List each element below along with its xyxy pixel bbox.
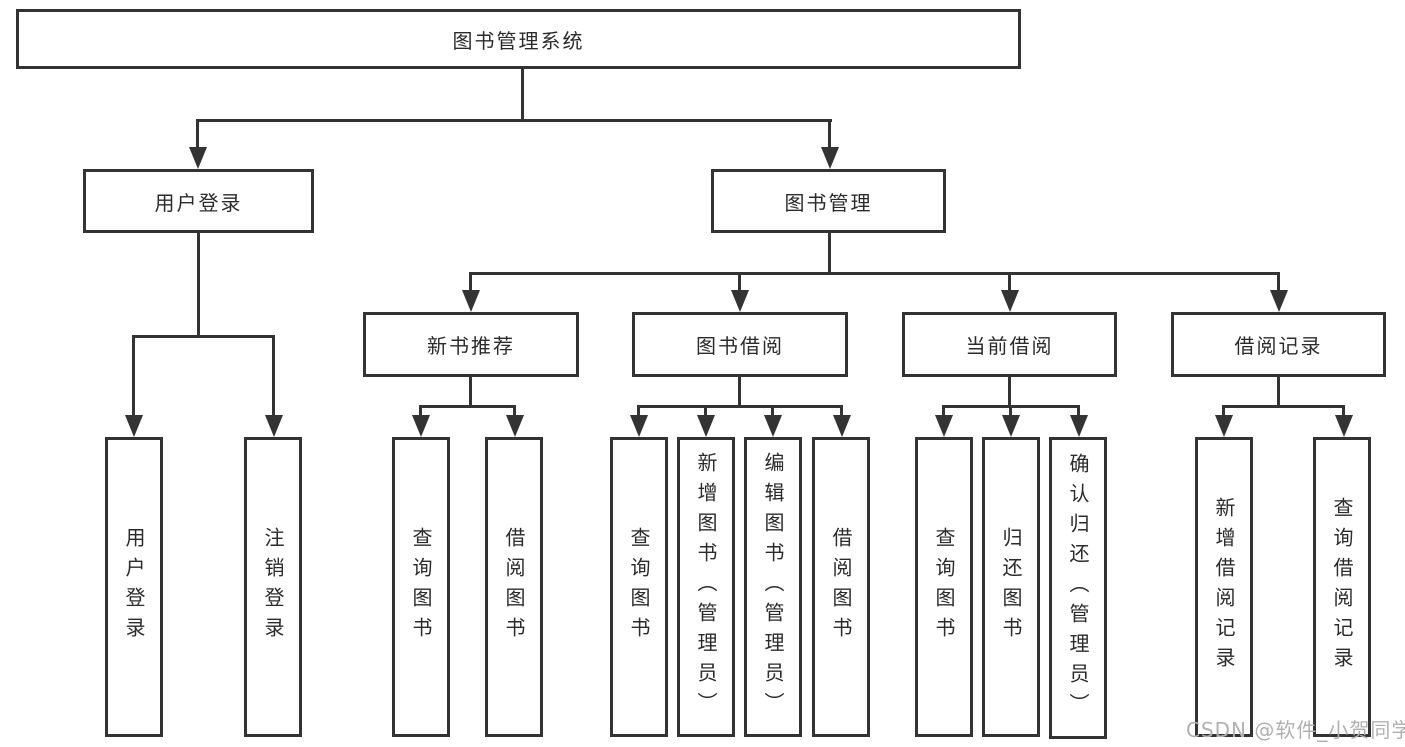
leaf-borrow-books-borrowing-label: 借阅图书	[829, 527, 853, 647]
arrowhead-user-login	[189, 147, 207, 169]
leaf-return-books: 归还图书	[982, 437, 1040, 737]
leaf-add-borrow-record: 新增借阅记录	[1195, 437, 1253, 737]
connector-drop-leaf-logout	[272, 335, 275, 417]
arrowhead-add-books	[697, 415, 715, 437]
arrowhead-add-record	[1215, 415, 1233, 437]
connector-book-borrow-rail	[637, 405, 843, 408]
leaf-borrow-books-recommend-label: 借阅图书	[502, 527, 526, 647]
connector-drop-query-record	[1342, 405, 1345, 417]
connector-borrow-records-rail	[1222, 405, 1344, 408]
connector-drop-edit-books	[771, 405, 774, 417]
arrowhead-confirm-return	[1070, 415, 1088, 437]
node-new-book-recommendation-label: 新书推荐	[427, 334, 515, 358]
node-borrowing-records: 借阅记录	[1171, 312, 1386, 377]
leaf-confirm-return-admin: 确认归还（管理员）	[1049, 437, 1107, 739]
leaf-query-books-borrowing: 查询图书	[610, 437, 668, 737]
connector-drop-confirm-return	[1077, 405, 1080, 417]
connector-drop-query-books-2	[637, 405, 640, 417]
arrowhead-borrow-books-1	[506, 415, 524, 437]
arrowhead-borrow-records	[1270, 290, 1288, 312]
leaf-confirm-return-admin-label: 确认归还（管理员）	[1066, 453, 1090, 723]
connector-book-management-stem	[828, 233, 831, 275]
arrowhead-query-record	[1335, 415, 1353, 437]
leaf-edit-books-admin: 编辑图书（管理员）	[744, 437, 802, 737]
arrowhead-book-borrow	[731, 290, 749, 312]
leaf-add-borrow-record-label: 新增借阅记录	[1212, 497, 1236, 677]
leaf-query-books-recommend-label: 查询图书	[409, 527, 433, 647]
connector-current-borrow-stem	[1008, 377, 1011, 408]
node-current-borrowing-label: 当前借阅	[965, 334, 1054, 358]
leaf-query-books-borrowing-label: 查询图书	[627, 527, 651, 647]
arrowhead-leaf-logout	[265, 415, 283, 437]
node-book-borrowing-label: 图书借阅	[696, 334, 784, 358]
connector-user-login-rail	[132, 335, 275, 338]
leaf-query-books-current-label: 查询图书	[932, 527, 956, 647]
arrowhead-borrow-books-2	[833, 415, 851, 437]
connector-level3-rail	[469, 272, 1280, 275]
arrowhead-edit-books	[764, 415, 782, 437]
connector-drop-return-books	[1009, 405, 1012, 417]
leaf-logout: 注销登录	[244, 437, 302, 737]
node-library-management-system: 图书管理系统	[16, 9, 1021, 69]
leaf-user-login-label: 用户登录	[122, 527, 146, 647]
connector-new-book-rail	[419, 405, 516, 408]
node-borrowing-records-label: 借阅记录	[1234, 334, 1323, 358]
arrowhead-query-books-2	[630, 415, 648, 437]
leaf-add-books-admin-label: 新增图书（管理员）	[694, 452, 718, 722]
node-user-login-label: 用户登录	[154, 190, 243, 215]
leaf-query-borrow-record: 查询借阅记录	[1313, 437, 1371, 737]
connector-drop-book-borrow	[738, 272, 741, 292]
connector-drop-borrow-books-2	[840, 405, 843, 417]
leaf-edit-books-admin-label: 编辑图书（管理员）	[761, 452, 785, 722]
connector-drop-borrow-books-1	[513, 405, 516, 417]
connector-drop-add-books	[704, 405, 707, 417]
leaf-query-books-recommend: 查询图书	[392, 437, 450, 737]
arrowhead-new-book	[462, 290, 480, 312]
connector-drop-query-books-1	[419, 405, 422, 417]
connector-book-borrow-stem	[738, 377, 741, 408]
node-book-borrowing: 图书借阅	[632, 312, 848, 377]
leaf-borrow-books-borrowing: 借阅图书	[812, 437, 870, 737]
connector-drop-add-record	[1222, 405, 1225, 417]
connector-root-stem	[521, 69, 524, 121]
node-new-book-recommendation: 新书推荐	[363, 312, 579, 377]
connector-drop-query-books-3	[942, 405, 945, 417]
arrowhead-current-borrow	[1001, 290, 1019, 312]
arrowhead-query-books-1	[412, 415, 430, 437]
leaf-return-books-label: 归还图书	[999, 527, 1023, 647]
arrowhead-query-books-3	[935, 415, 953, 437]
arrowhead-leaf-user-login	[125, 415, 143, 437]
connector-drop-user-login	[196, 119, 199, 151]
node-current-borrowing: 当前借阅	[902, 312, 1117, 377]
connector-user-login-stem	[197, 233, 200, 335]
watermark: CSDN @软件_小贺同学	[1186, 718, 1405, 742]
connector-drop-current-borrow	[1008, 272, 1011, 292]
arrowhead-book-management	[821, 147, 839, 169]
node-user-login: 用户登录	[83, 169, 314, 233]
node-book-management-label: 图书管理	[784, 190, 873, 215]
node-library-management-system-label: 图书管理系统	[452, 28, 585, 53]
leaf-logout-label: 注销登录	[261, 527, 285, 647]
leaf-add-books-admin: 新增图书（管理员）	[677, 437, 735, 737]
leaf-user-login: 用户登录	[105, 437, 163, 737]
leaf-query-books-current: 查询图书	[915, 437, 973, 737]
connector-drop-borrow-records	[1277, 272, 1280, 292]
connector-new-book-stem	[469, 377, 472, 408]
connector-level2-rail	[196, 119, 832, 122]
leaf-query-borrow-record-label: 查询借阅记录	[1330, 497, 1354, 677]
connector-drop-book-management	[828, 119, 831, 151]
connector-drop-leaf-user-login	[132, 335, 135, 417]
connector-drop-new-book	[469, 272, 472, 292]
leaf-borrow-books-recommend: 借阅图书	[485, 437, 543, 737]
connector-borrow-records-stem	[1277, 377, 1280, 408]
arrowhead-return-books	[1002, 415, 1020, 437]
node-book-management: 图书管理	[711, 169, 946, 233]
